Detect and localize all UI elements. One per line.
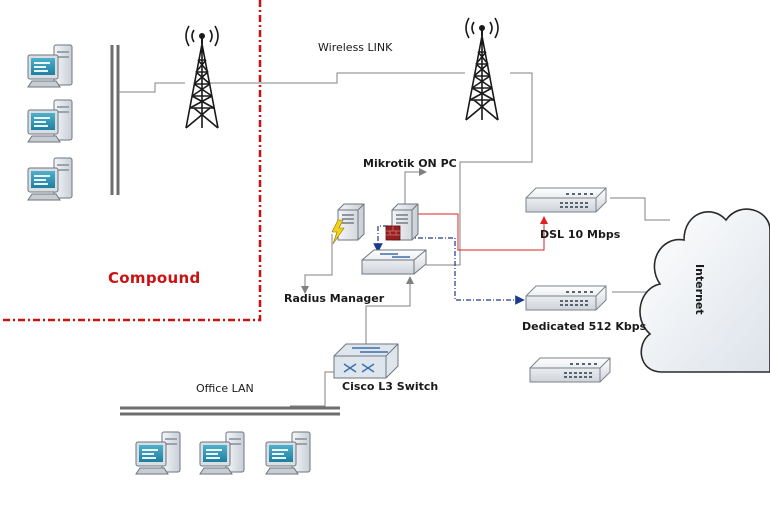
dsl-modem-icon — [525, 187, 607, 213]
dsl-label: DSL 10 Mbps — [540, 228, 621, 241]
internet-label: Internet — [693, 264, 706, 315]
tower-icon-right — [465, 17, 499, 121]
office-pc-icon-2 — [199, 431, 245, 475]
cisco-switch-label: Cisco L3 Switch — [342, 380, 439, 393]
lightning-icon — [331, 219, 345, 245]
gray-links — [118, 72, 670, 407]
mikrotik-label: Mikrotik ON PC — [363, 157, 457, 170]
office-lan-bus — [120, 406, 340, 416]
compound-pc-icon-1 — [27, 44, 73, 88]
compound-boundary — [0, 0, 262, 322]
switch-icon — [361, 249, 427, 275]
firewall-icon — [385, 225, 401, 241]
tower-icon-left — [185, 25, 219, 129]
compound-label: Compound — [108, 269, 201, 287]
office-pc-icon-3 — [265, 431, 311, 475]
blue-link-dedicated — [373, 225, 525, 305]
spare-modem-icon — [529, 357, 611, 383]
radius-manager-label: Radius Manager — [284, 292, 385, 305]
dedicated-modem-icon — [525, 285, 607, 311]
cisco-switch-icon — [333, 343, 399, 379]
compound-pc-icon-3 — [27, 157, 73, 201]
red-link-dsl — [410, 213, 548, 251]
internet-cloud-icon — [639, 208, 770, 373]
compound-bus — [110, 45, 120, 195]
wireless-link-label: Wireless LINK — [318, 41, 393, 54]
compound-pc-icon-2 — [27, 99, 73, 143]
office-lan-label: Office LAN — [196, 382, 254, 395]
office-pc-icon-1 — [135, 431, 181, 475]
dedicated-label: Dedicated 512 Kbps — [522, 320, 647, 333]
